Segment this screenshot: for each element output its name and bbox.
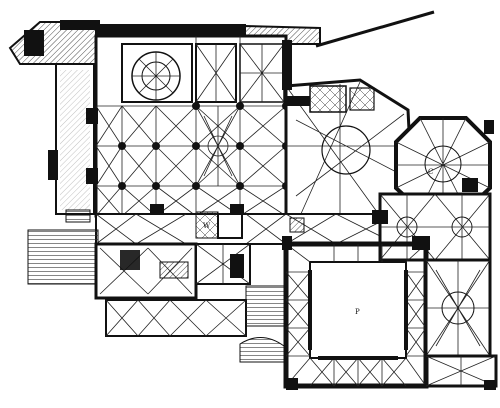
south-corridor [105, 285, 285, 363]
north-bay [239, 43, 285, 103]
west-aisle [48, 63, 95, 223]
northwest-wing [8, 20, 100, 65]
room-label: W [203, 222, 211, 230]
cloister-walk-vaults [285, 243, 427, 387]
cloister-label: P [355, 308, 360, 316]
chapter-house [424, 258, 498, 388]
rose-vault [121, 43, 193, 103]
buttresses [282, 40, 496, 390]
chapel-label: C [428, 168, 433, 176]
nave [86, 34, 290, 218]
south-chapels: W [95, 211, 397, 245]
north-chapel [195, 43, 237, 103]
cloister-arcade [308, 270, 408, 360]
crossing-star-vault [195, 105, 241, 187]
southeast-hall [378, 192, 492, 262]
southwest-rooms [27, 229, 251, 300]
cloister: P [283, 241, 429, 389]
